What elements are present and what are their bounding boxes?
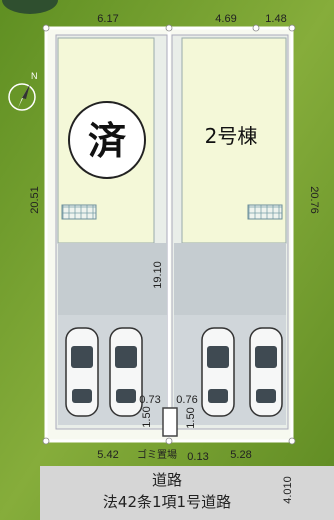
dim-garbage-2: 0.76 xyxy=(176,394,197,406)
sold-label: 済 xyxy=(88,119,127,163)
road xyxy=(40,466,334,520)
dim-top-right-b: 1.48 xyxy=(265,13,286,25)
lot-2-yard xyxy=(174,243,286,315)
dim-right: 20.76 xyxy=(308,186,320,214)
lot-2-label: 2号棟 xyxy=(205,124,258,148)
garbage-label: ゴミ置場 xyxy=(137,448,177,461)
compass-label: N xyxy=(31,71,38,81)
road-subtitle: 法42条1項1号道路 xyxy=(103,493,231,511)
car-icon xyxy=(201,327,235,417)
dim-left: 20.51 xyxy=(29,186,41,214)
dim-top-right-a: 4.69 xyxy=(215,13,236,25)
dim-garbage-3: 1.50 xyxy=(141,406,153,427)
sold-badge: 済 xyxy=(68,101,146,179)
dim-garbage-5: 0.13 xyxy=(187,451,208,463)
lot-1-yard xyxy=(58,243,167,315)
lot-2-deck xyxy=(247,204,283,220)
road-title: 道路 xyxy=(152,471,182,489)
road-width: 4.010 xyxy=(282,476,294,504)
car-icon xyxy=(249,327,283,417)
dim-top-left: 6.17 xyxy=(97,13,118,25)
car-icon xyxy=(109,327,143,417)
car-icon xyxy=(65,327,99,417)
corner-markers xyxy=(42,24,296,445)
dim-bottom-left: 5.42 xyxy=(97,449,118,461)
garbage-area xyxy=(162,407,178,437)
dim-garbage-1: 0.73 xyxy=(139,394,160,406)
logo-fragment xyxy=(2,0,58,14)
lot-1-deck xyxy=(61,204,97,220)
north-compass-icon: N xyxy=(8,71,38,111)
dim-garbage-4: 1.50 xyxy=(185,407,197,428)
dim-bottom-right: 5.28 xyxy=(230,449,251,461)
dim-inner: 19.10 xyxy=(152,261,164,289)
